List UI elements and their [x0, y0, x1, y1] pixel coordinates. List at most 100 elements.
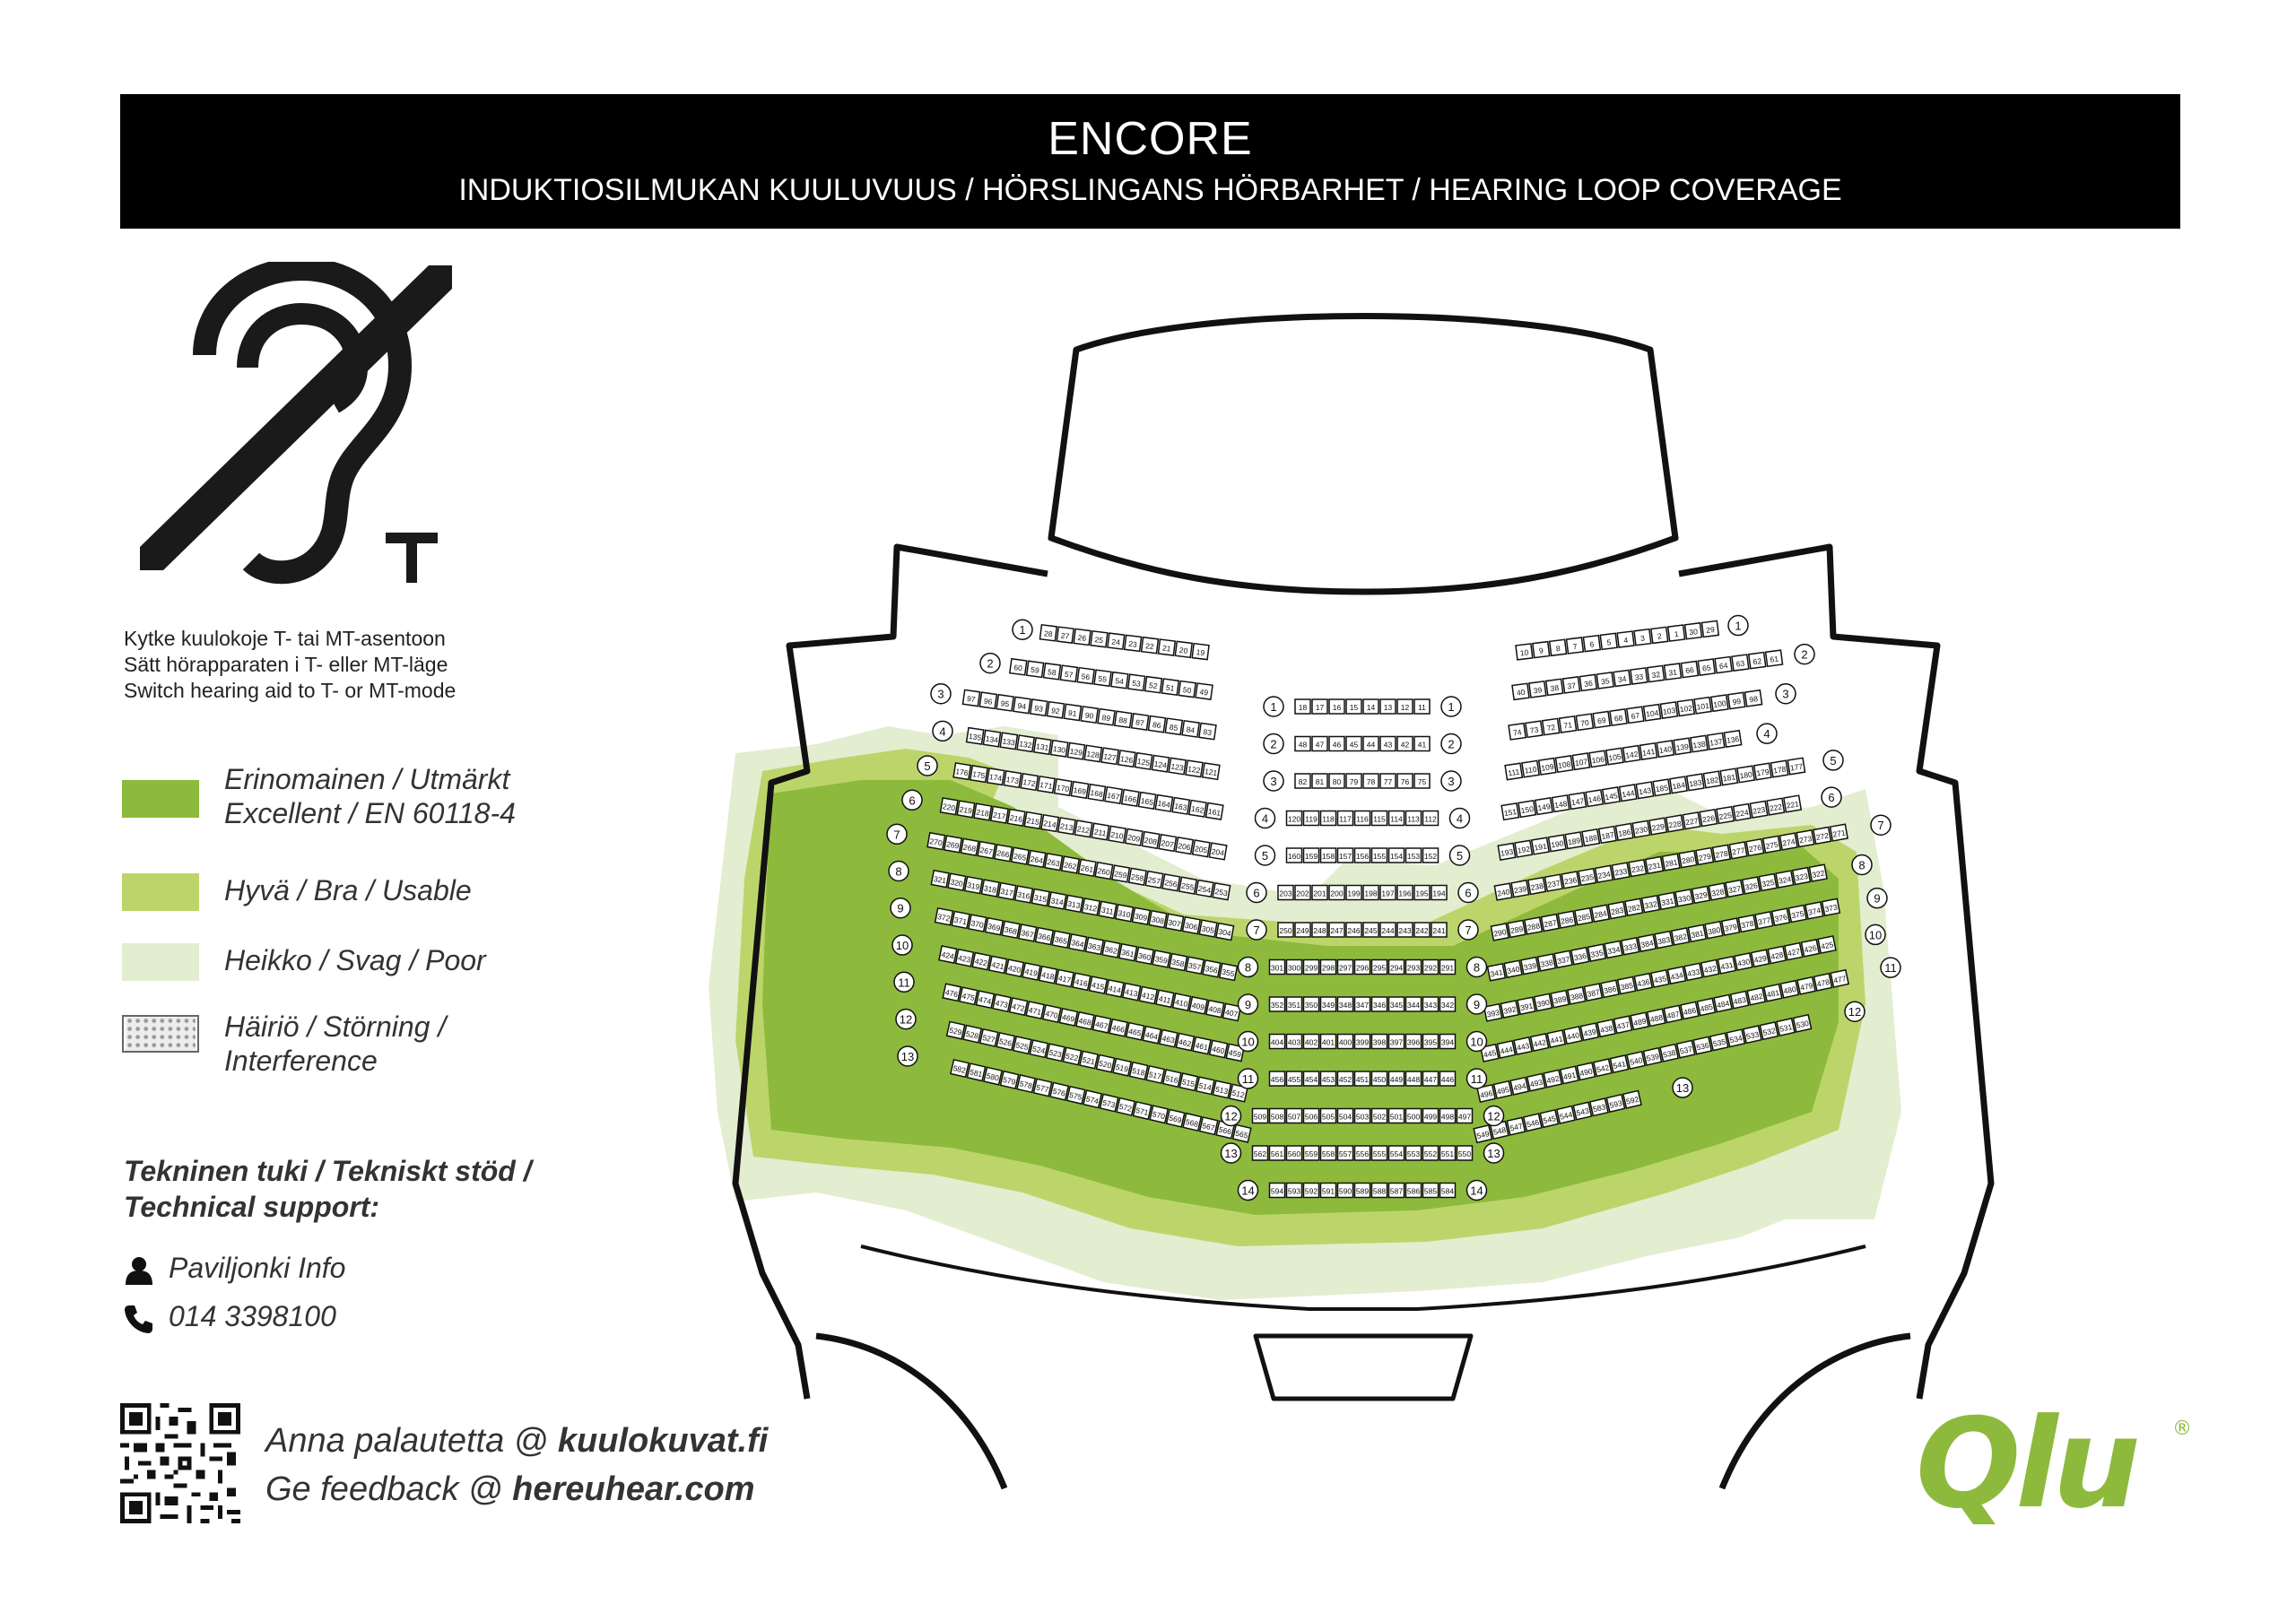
seat-number: 15: [1350, 703, 1359, 712]
seat-number: 283: [1610, 906, 1624, 916]
seat-number: 227: [1684, 816, 1699, 827]
seat-number: 25: [1094, 635, 1104, 645]
seat: 220: [939, 797, 959, 816]
seat: 453: [1319, 1071, 1337, 1087]
seat-number: 521: [1082, 1055, 1096, 1067]
swatch-usable: [122, 873, 199, 911]
seat: 236: [1561, 871, 1580, 889]
seat: 153: [1405, 847, 1422, 863]
row-number: 5: [1262, 849, 1268, 863]
row-number-marker: 1: [1263, 696, 1284, 717]
seat-number: 264: [1030, 854, 1044, 865]
seat-number: 110: [1524, 765, 1537, 776]
seat-number: 575: [1068, 1090, 1083, 1102]
row-number-marker: 14: [1465, 1179, 1488, 1201]
seat-number: 388: [1570, 991, 1584, 1002]
seat: 418: [1038, 965, 1058, 984]
qr-code[interactable]: [120, 1403, 240, 1523]
seat-number: 450: [1373, 1075, 1386, 1084]
row-number: 9: [897, 902, 903, 915]
seat-number: 454: [1305, 1075, 1318, 1084]
seat-number: 10: [1519, 647, 1529, 657]
seat: 308: [1148, 909, 1168, 929]
seat: 279: [1695, 846, 1715, 866]
seat: 539: [1642, 1046, 1663, 1066]
seat-number: 541: [1613, 1059, 1627, 1071]
seat: 178: [1770, 759, 1789, 778]
seat-number: 253: [1214, 887, 1229, 898]
seat-number: 73: [1529, 725, 1539, 735]
seat: 364: [1067, 932, 1088, 952]
seat: 28: [1039, 624, 1058, 642]
seat: 46: [1328, 735, 1345, 752]
seat-number: 163: [1174, 802, 1188, 812]
seat-number: 31: [1668, 667, 1678, 677]
seat-number: 52: [1149, 681, 1159, 690]
seat: 116: [1353, 810, 1371, 827]
row-number-marker: 7: [886, 823, 908, 846]
seat: 15: [1345, 698, 1362, 715]
row-number-marker: 12: [1844, 1001, 1866, 1022]
seat: 70: [1575, 713, 1595, 732]
seat: 525: [1012, 1036, 1032, 1055]
seat: 123: [1168, 757, 1187, 776]
seat-number: 469: [1061, 1012, 1075, 1024]
seat-number: 400: [1339, 1038, 1352, 1047]
seat: 443: [1513, 1036, 1533, 1055]
seat-number: 199: [1347, 889, 1360, 898]
seat: 278: [1711, 844, 1732, 863]
seat-number: 313: [1067, 899, 1082, 910]
seat: 183: [1685, 773, 1705, 792]
seat-number: 164: [1157, 799, 1171, 810]
seat-number: 426: [1804, 943, 1818, 955]
seat: 130: [1049, 739, 1069, 758]
row-number-marker: 11: [893, 971, 915, 993]
seat: 509: [1251, 1107, 1269, 1124]
seat: 531: [1776, 1017, 1796, 1037]
instruction-en: Switch hearing aid to T- or MT-mode: [124, 679, 457, 702]
row-number: 9: [1245, 998, 1251, 1011]
seat-number: 480: [1783, 984, 1797, 996]
seat-number: 365: [1054, 934, 1068, 946]
seat: 193: [1497, 842, 1517, 861]
seat: 545: [1539, 1108, 1560, 1129]
seat-number: 64: [1718, 661, 1728, 671]
seat-number: 126: [1119, 754, 1134, 765]
phone-number[interactable]: 014 3398100: [169, 1300, 336, 1332]
feedback-link-fi[interactable]: kuulokuvat.fi: [557, 1422, 769, 1460]
seat: 275: [1761, 835, 1782, 854]
row-number-marker: 1: [1727, 614, 1749, 637]
seat: 463: [1158, 1028, 1178, 1048]
seat-number: 322: [1812, 868, 1826, 879]
seat-number: 463: [1161, 1034, 1176, 1045]
seat: 383: [1654, 930, 1674, 950]
seat-number: 587: [1390, 1187, 1403, 1196]
seat-number: 377: [1757, 915, 1771, 927]
seat: 228: [1665, 814, 1684, 833]
feedback-link-sv[interactable]: hereuhear.com: [512, 1470, 755, 1508]
seat-number: 584: [1441, 1187, 1454, 1196]
seat-number: 140: [1658, 744, 1673, 755]
seat-number: 467: [1094, 1019, 1109, 1031]
seat-number: 419: [1024, 967, 1039, 978]
seat: 313: [1064, 894, 1084, 914]
seat: 163: [1171, 796, 1191, 815]
seat: 201: [1311, 884, 1328, 901]
row-number-marker: 6: [1246, 881, 1267, 904]
seat: 186: [1614, 822, 1634, 841]
seat-number: 577: [1035, 1082, 1049, 1094]
seat-number: 498: [1441, 1113, 1454, 1122]
seat-number: 36: [1584, 679, 1594, 689]
seat-number: 350: [1305, 1001, 1318, 1010]
seat-number: 188: [1584, 833, 1598, 844]
seat-number: 358: [1171, 958, 1186, 969]
seat: 287: [1540, 913, 1561, 932]
seat: 168: [1087, 783, 1107, 802]
seat-number: 35: [1600, 676, 1610, 686]
seat: 587: [1387, 1182, 1405, 1199]
row-number-marker: 1: [1440, 696, 1462, 717]
seat-number: 292: [1424, 964, 1437, 973]
seat: 590: [1336, 1182, 1354, 1199]
seat-number: 268: [962, 843, 977, 854]
seat: 306: [1181, 915, 1202, 935]
